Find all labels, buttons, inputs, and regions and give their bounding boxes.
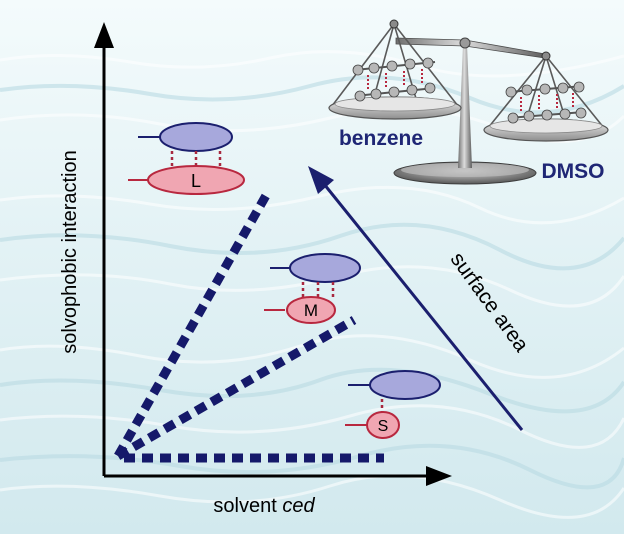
solvophobic-contacts <box>301 282 335 298</box>
axes <box>94 22 452 486</box>
host-ellipse <box>289 253 361 283</box>
molecule-stack-right <box>505 81 587 124</box>
x-axis-label-text: solvent <box>213 495 282 517</box>
guest-ellipse <box>147 165 245 195</box>
x-axis-arrowhead <box>426 466 452 486</box>
guest-label-small: S <box>378 418 389 435</box>
complex-medium: M <box>264 253 361 324</box>
solvophobic-contacts <box>170 151 222 166</box>
dmso-label: DMSO <box>542 160 605 183</box>
molecule-stack-left <box>352 57 436 102</box>
surface-area-arrow <box>308 166 524 431</box>
complex-large: L <box>128 122 245 195</box>
host-ellipse <box>369 370 441 400</box>
trend-lines <box>114 189 384 463</box>
guest-label-medium: M <box>304 301 318 320</box>
guest-ellipse <box>286 296 336 324</box>
complex-small: S <box>345 370 441 439</box>
guest-label-large: L <box>191 171 201 191</box>
y-axis-arrowhead <box>94 22 114 48</box>
x-axis-label: solvent ced <box>213 495 315 517</box>
x-axis-label-italic: ced <box>282 495 315 517</box>
right-pan <box>483 51 609 142</box>
benzene-label: benzene <box>339 127 423 150</box>
left-pan <box>328 19 462 120</box>
trend-line-large <box>114 189 272 459</box>
trend-line-medium <box>115 316 357 460</box>
balance-scale <box>328 19 609 185</box>
balance-pillar <box>458 44 472 168</box>
y-axis-label: solvophobic interaction <box>59 150 81 353</box>
host-ellipse <box>159 122 233 152</box>
guest-ellipse <box>366 411 400 439</box>
